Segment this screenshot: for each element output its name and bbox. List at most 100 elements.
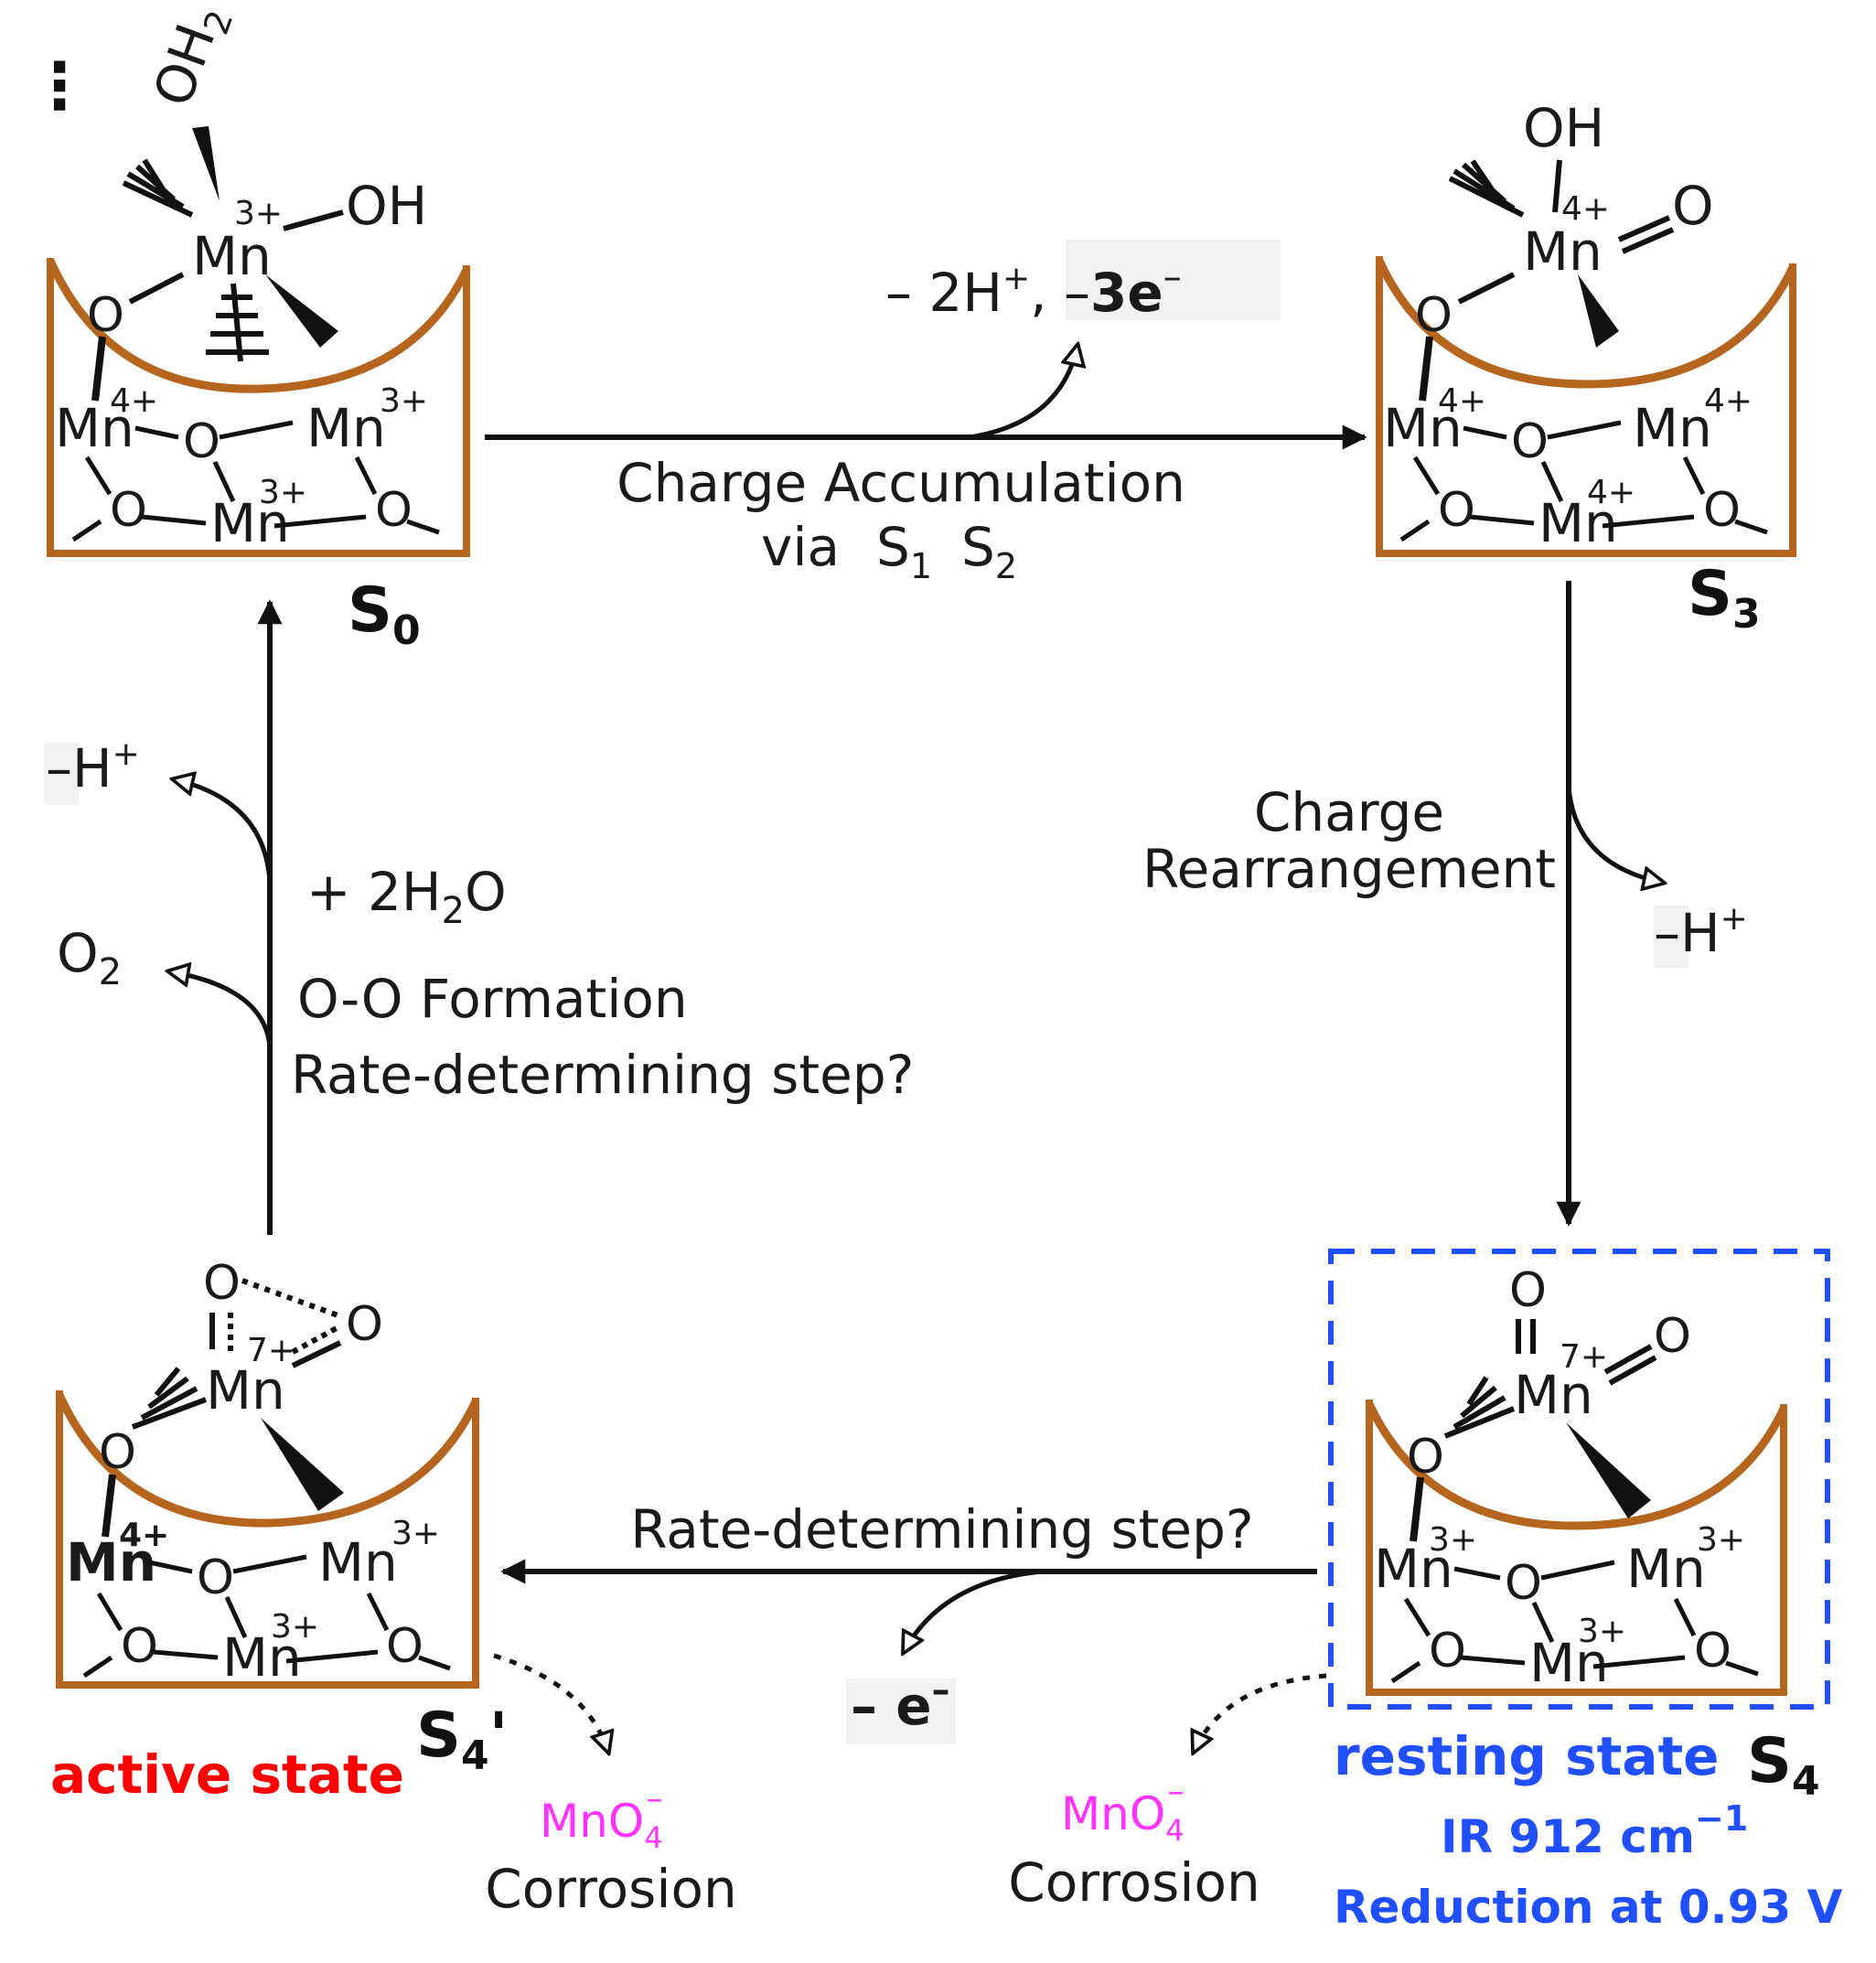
right-byproduct-arrow xyxy=(1566,786,1663,883)
s0-bridge-o: O xyxy=(87,288,124,343)
s3-oh: OH xyxy=(1523,97,1604,159)
panel-marker: ⋮ xyxy=(27,48,91,123)
right-arrow-label-line2: Rearrangement xyxy=(1142,838,1556,900)
bottom-arrow-label: Rate-determining step? xyxy=(630,1498,1253,1561)
s0-top-mn: Mn xyxy=(192,225,272,287)
s4p-top-o: O xyxy=(203,1256,241,1311)
s0-oh: OH xyxy=(346,175,427,237)
left-proton: –H+ xyxy=(46,735,140,799)
s4-mn-right-charge: 3+ xyxy=(1697,1521,1745,1559)
resting-state-box xyxy=(1328,1249,1830,1710)
top-byproduct-bg xyxy=(1066,240,1281,320)
s3-mn-right-charge: 4+ xyxy=(1704,382,1753,420)
s0-label: S0 xyxy=(348,574,421,654)
s3-oh-bond xyxy=(1552,159,1562,213)
s4p-o-left: O xyxy=(121,1619,158,1674)
s4p-mn-right-charge: 3+ xyxy=(391,1515,440,1552)
s4-side-oxo-bond xyxy=(1603,1344,1657,1386)
s4-top-oxo: O xyxy=(1509,1263,1547,1318)
s3-o-center: O xyxy=(1511,414,1549,469)
s4-cluster: O Mn 7+ O O Mn 3+ Mn 3+ Mn 3+ O O O S4 xyxy=(1328,1249,1830,1805)
s4-mn-bottom: Mn xyxy=(1529,1632,1609,1694)
s4p-peroxo-dotted xyxy=(241,1278,345,1320)
s4-mn-bottom-charge: 3+ xyxy=(1578,1613,1626,1650)
s4-mn-left: Mn xyxy=(1374,1538,1453,1600)
s0-cubane-bonds xyxy=(71,420,440,542)
s4-side-oxo: O xyxy=(1654,1309,1691,1364)
s0-o-right: O xyxy=(375,483,413,538)
s3-frame xyxy=(1376,256,1796,557)
s4-mn-right: Mn xyxy=(1626,1538,1706,1600)
top-byproduct: – 2H+, –3e– xyxy=(885,256,1182,324)
s4p-cubane-bonds xyxy=(82,1554,451,1679)
s4p-mn-left-charge: 4+ xyxy=(119,1517,169,1554)
bottom-byproduct-arrow xyxy=(904,1569,1044,1652)
s4p-mn-left: Mn xyxy=(66,1531,156,1593)
s3-o-mn-bond xyxy=(1419,336,1433,402)
s4-o-mn-bond xyxy=(1410,1476,1424,1542)
s3-top-mn: Mn xyxy=(1523,220,1603,283)
s0-o-center: O xyxy=(183,414,220,469)
s4p-top-mn-charge: 7+ xyxy=(247,1332,295,1369)
left-water: + 2H2O xyxy=(306,861,507,932)
s3-mn-left: Mn xyxy=(1383,397,1463,459)
s4-hash-left xyxy=(1443,1376,1516,1439)
s4-top-mn-charge: 7+ xyxy=(1560,1338,1608,1376)
s4-prime-label: S4' xyxy=(416,1700,508,1779)
s3-oxo: O xyxy=(1672,175,1714,237)
right-byproduct-bg xyxy=(1654,906,1688,968)
s3-mn-right: Mn xyxy=(1633,397,1712,459)
s3-cubane-bonds xyxy=(1399,420,1768,542)
resting-state-label: resting state xyxy=(1334,1725,1720,1787)
corrosion-left-species: MnO4– xyxy=(540,1780,663,1855)
s3-oxo-bond xyxy=(1617,215,1675,254)
s4-prime-cluster: O O Mn 7+ O Mn 4+ Mn 3+ Mn 3+ O O O S4' xyxy=(55,1256,508,1779)
s0-mn-right: Mn xyxy=(306,397,386,459)
s4-mn-left-charge: 3+ xyxy=(1429,1521,1477,1559)
s3-o-left: O xyxy=(1438,483,1475,538)
s0-mn-bottom: Mn xyxy=(210,492,290,554)
s4p-mn-bottom: Mn xyxy=(222,1626,302,1689)
s4p-side-o: O xyxy=(346,1297,383,1352)
s4p-o-right: O xyxy=(386,1619,423,1674)
s4-bridge-o: O xyxy=(1407,1430,1444,1485)
s4p-frame xyxy=(56,1390,479,1689)
s0-o-left: O xyxy=(110,483,147,538)
s4-o-left: O xyxy=(1429,1624,1466,1679)
corrosion-right-species: MnO4– xyxy=(1061,1773,1185,1848)
s0-mn-left-charge: 4+ xyxy=(110,382,158,420)
s4-wedge-down xyxy=(1566,1422,1651,1518)
s0-hash-left xyxy=(122,158,194,218)
s4p-hash-left xyxy=(131,1367,208,1430)
s0-oh2-wedge xyxy=(192,126,220,201)
right-byproduct: –H+ xyxy=(1654,900,1748,964)
left-formation-label: O-O Formation xyxy=(297,968,688,1030)
s4p-mn-bottom-charge: 3+ xyxy=(271,1608,319,1646)
s0-frame xyxy=(47,258,470,557)
s3-mn-left-charge: 4+ xyxy=(1438,382,1486,420)
s0-top-mn-charge: 3+ xyxy=(234,195,283,232)
s4-cavity xyxy=(1365,1402,1788,1530)
top-byproduct-arrow xyxy=(969,346,1077,440)
reduction-potential-label: Reduction at 0.93 V xyxy=(1334,1881,1843,1934)
s4p-o-center: O xyxy=(197,1550,234,1605)
s0-cavity xyxy=(46,259,471,393)
ir-frequency-label: IR 912 cm−1 xyxy=(1441,1798,1748,1863)
s4p-side-o-dotted xyxy=(291,1325,338,1355)
s4-top-oxo-bond xyxy=(1516,1319,1536,1354)
s3-mn-bottom: Mn xyxy=(1538,492,1618,554)
s0-hash-down xyxy=(206,283,269,362)
s0-oh-bond xyxy=(283,209,344,231)
s0-mn-bottom-charge: 3+ xyxy=(259,474,307,511)
corrosion-left-label: Corrosion xyxy=(485,1858,736,1920)
s4p-side-o-bond xyxy=(291,1340,342,1368)
left-proton-bg xyxy=(44,743,79,805)
s4-frame xyxy=(1366,1400,1787,1696)
s0-oh2: OH2 xyxy=(141,0,241,116)
top-arrow-label-line1: Charge Accumulation xyxy=(616,452,1185,514)
left-proton-arrow xyxy=(174,779,273,884)
s4p-cavity xyxy=(55,1393,480,1528)
bottom-byproduct: – e– xyxy=(851,1669,950,1737)
s0-cluster: Mn 3+ OH OH2 O Mn 4+ Mn 3+ Mn 3+ O O O S… xyxy=(46,0,471,654)
